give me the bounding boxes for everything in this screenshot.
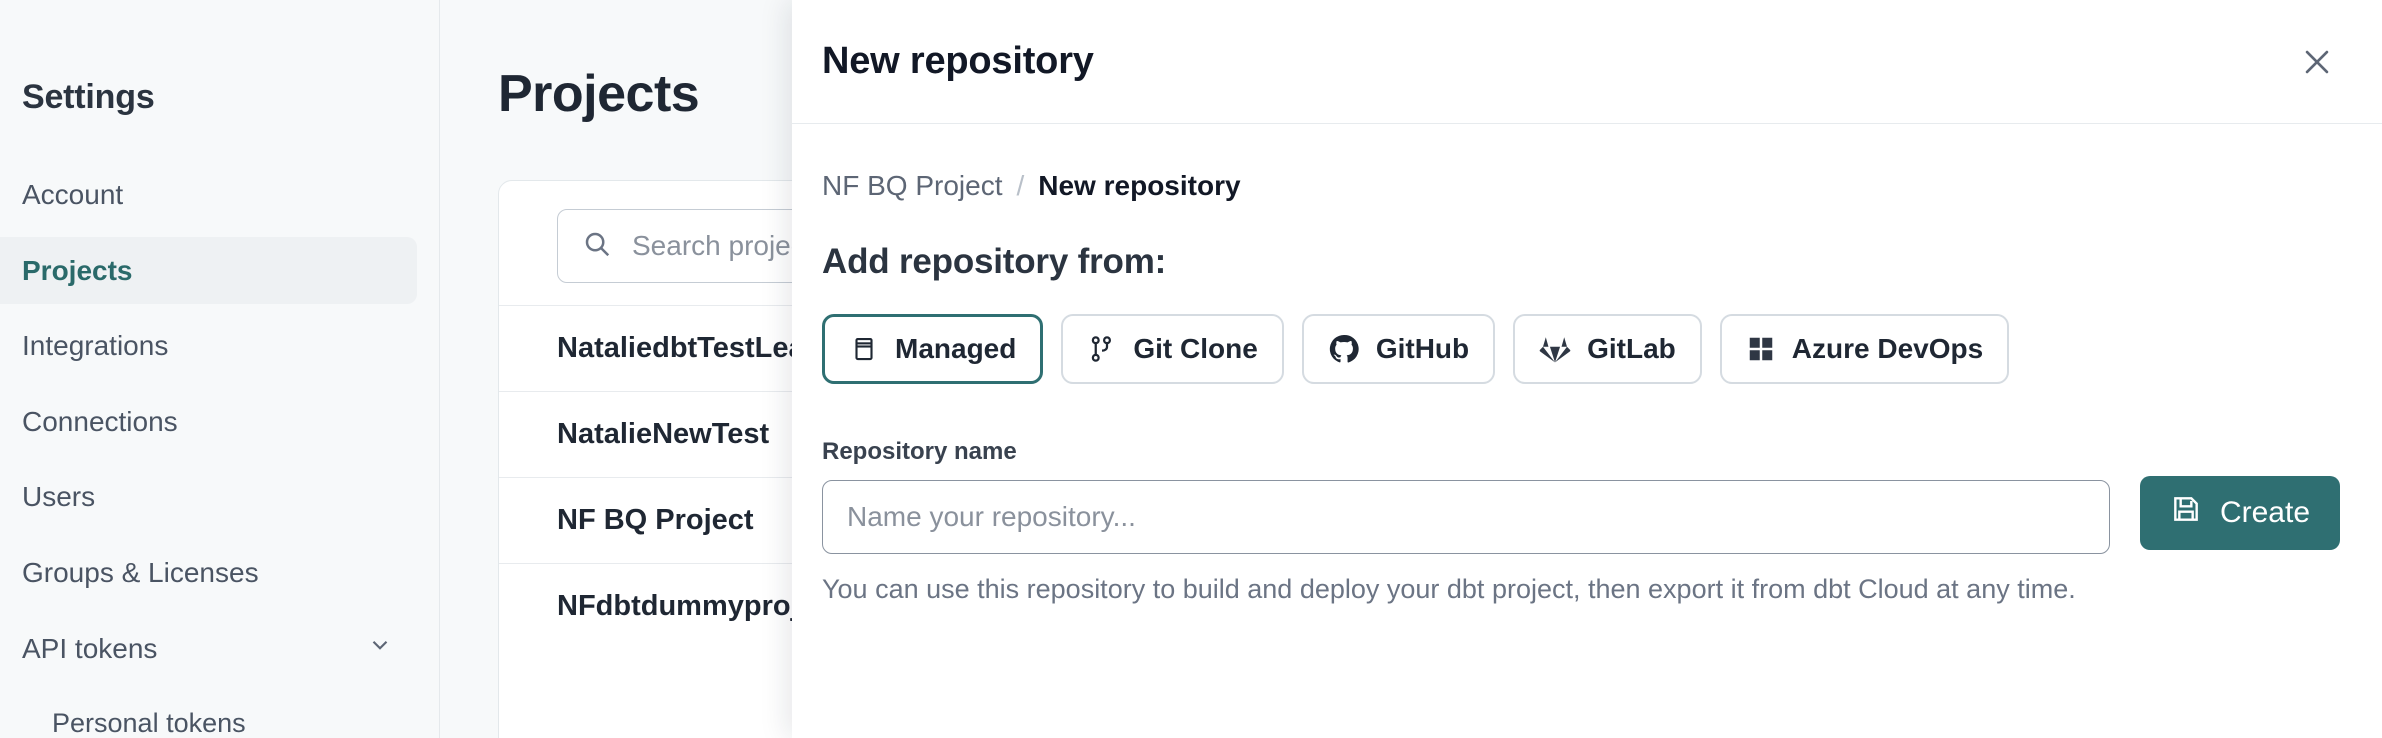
sidebar-item-label: Groups & Licenses: [22, 556, 259, 588]
gitlab-icon: [1539, 333, 1571, 365]
sidebar-item-label: Integrations: [22, 330, 169, 362]
sidebar-item-personal-tokens[interactable]: Personal tokens: [0, 690, 417, 738]
git-clone-icon: [1087, 334, 1117, 364]
repository-helper-text: You can use this repository to build and…: [822, 574, 2076, 604]
tab-label: Azure DevOps: [1791, 333, 1984, 364]
sidebar-item-projects[interactable]: Projects: [0, 236, 417, 305]
tab-label: GitLab: [1587, 333, 1676, 364]
breadcrumb-parent-link[interactable]: NF BQ Project: [822, 170, 1003, 201]
repository-name-label: Repository name: [822, 438, 1017, 465]
sidebar-item-connections[interactable]: Connections: [0, 388, 417, 456]
tab-github[interactable]: GitHub: [1301, 314, 1496, 384]
search-icon: [582, 229, 612, 264]
azure-devops-icon: [1746, 334, 1776, 364]
github-icon: [1328, 333, 1360, 365]
create-button-label: Create: [2219, 496, 2310, 529]
new-repository-modal: New repository NF BQ Project / New repos…: [792, 0, 2382, 738]
modal-header: New repository: [792, 0, 2382, 124]
sidebar-item-account[interactable]: Account: [0, 161, 417, 229]
repository-source-tabs: Managed Git Clone GitHub GitLab Azure DevOps: [822, 314, 2340, 384]
modal-title: New repository: [822, 40, 1094, 82]
tab-label: GitHub: [1375, 333, 1470, 364]
sidebar-item-label: API tokens: [22, 632, 158, 664]
modal-body: NF BQ Project / New repository Add repos…: [792, 124, 2382, 605]
sidebar-item-label: Personal tokens: [52, 708, 246, 738]
tab-azure-devops[interactable]: Azure DevOps: [1719, 314, 2010, 384]
save-icon: [2170, 493, 2202, 533]
tab-gitlab[interactable]: GitLab: [1513, 314, 1702, 384]
sidebar-item-label: Projects: [22, 254, 133, 286]
sidebar-item-users[interactable]: Users: [0, 463, 417, 531]
managed-repo-icon: [849, 334, 879, 364]
sidebar-item-label: Connections: [22, 405, 178, 437]
section-heading: Add repository from:: [822, 242, 1167, 281]
repository-name-field: Repository name You can use this reposit…: [822, 438, 2110, 605]
tab-git-clone[interactable]: Git Clone: [1061, 314, 1284, 384]
breadcrumb-current: New repository: [1038, 170, 1241, 201]
create-button[interactable]: Create: [2139, 476, 2340, 550]
page-title: Projects: [498, 65, 700, 123]
breadcrumb: NF BQ Project / New repository: [822, 170, 2340, 202]
close-icon[interactable]: [2294, 39, 2340, 85]
tab-label: Managed: [895, 333, 1017, 364]
breadcrumb-separator: /: [1016, 170, 1025, 201]
sidebar-item-api-tokens[interactable]: API tokens: [0, 615, 417, 683]
sidebar-item-label: Account: [22, 179, 124, 210]
tab-label: Git Clone: [1133, 333, 1258, 364]
sidebar-item-groups-licenses[interactable]: Groups & Licenses: [0, 539, 417, 607]
sidebar-item-label: Users: [22, 481, 96, 513]
sidebar-item-integrations[interactable]: Integrations: [0, 312, 417, 380]
tab-managed[interactable]: Managed: [822, 314, 1044, 384]
chevron-down-icon[interactable]: [367, 632, 393, 667]
repository-name-row: Repository name You can use this reposit…: [822, 438, 2340, 605]
repository-name-input[interactable]: [822, 480, 2110, 554]
sidebar-title: Settings: [22, 78, 155, 116]
